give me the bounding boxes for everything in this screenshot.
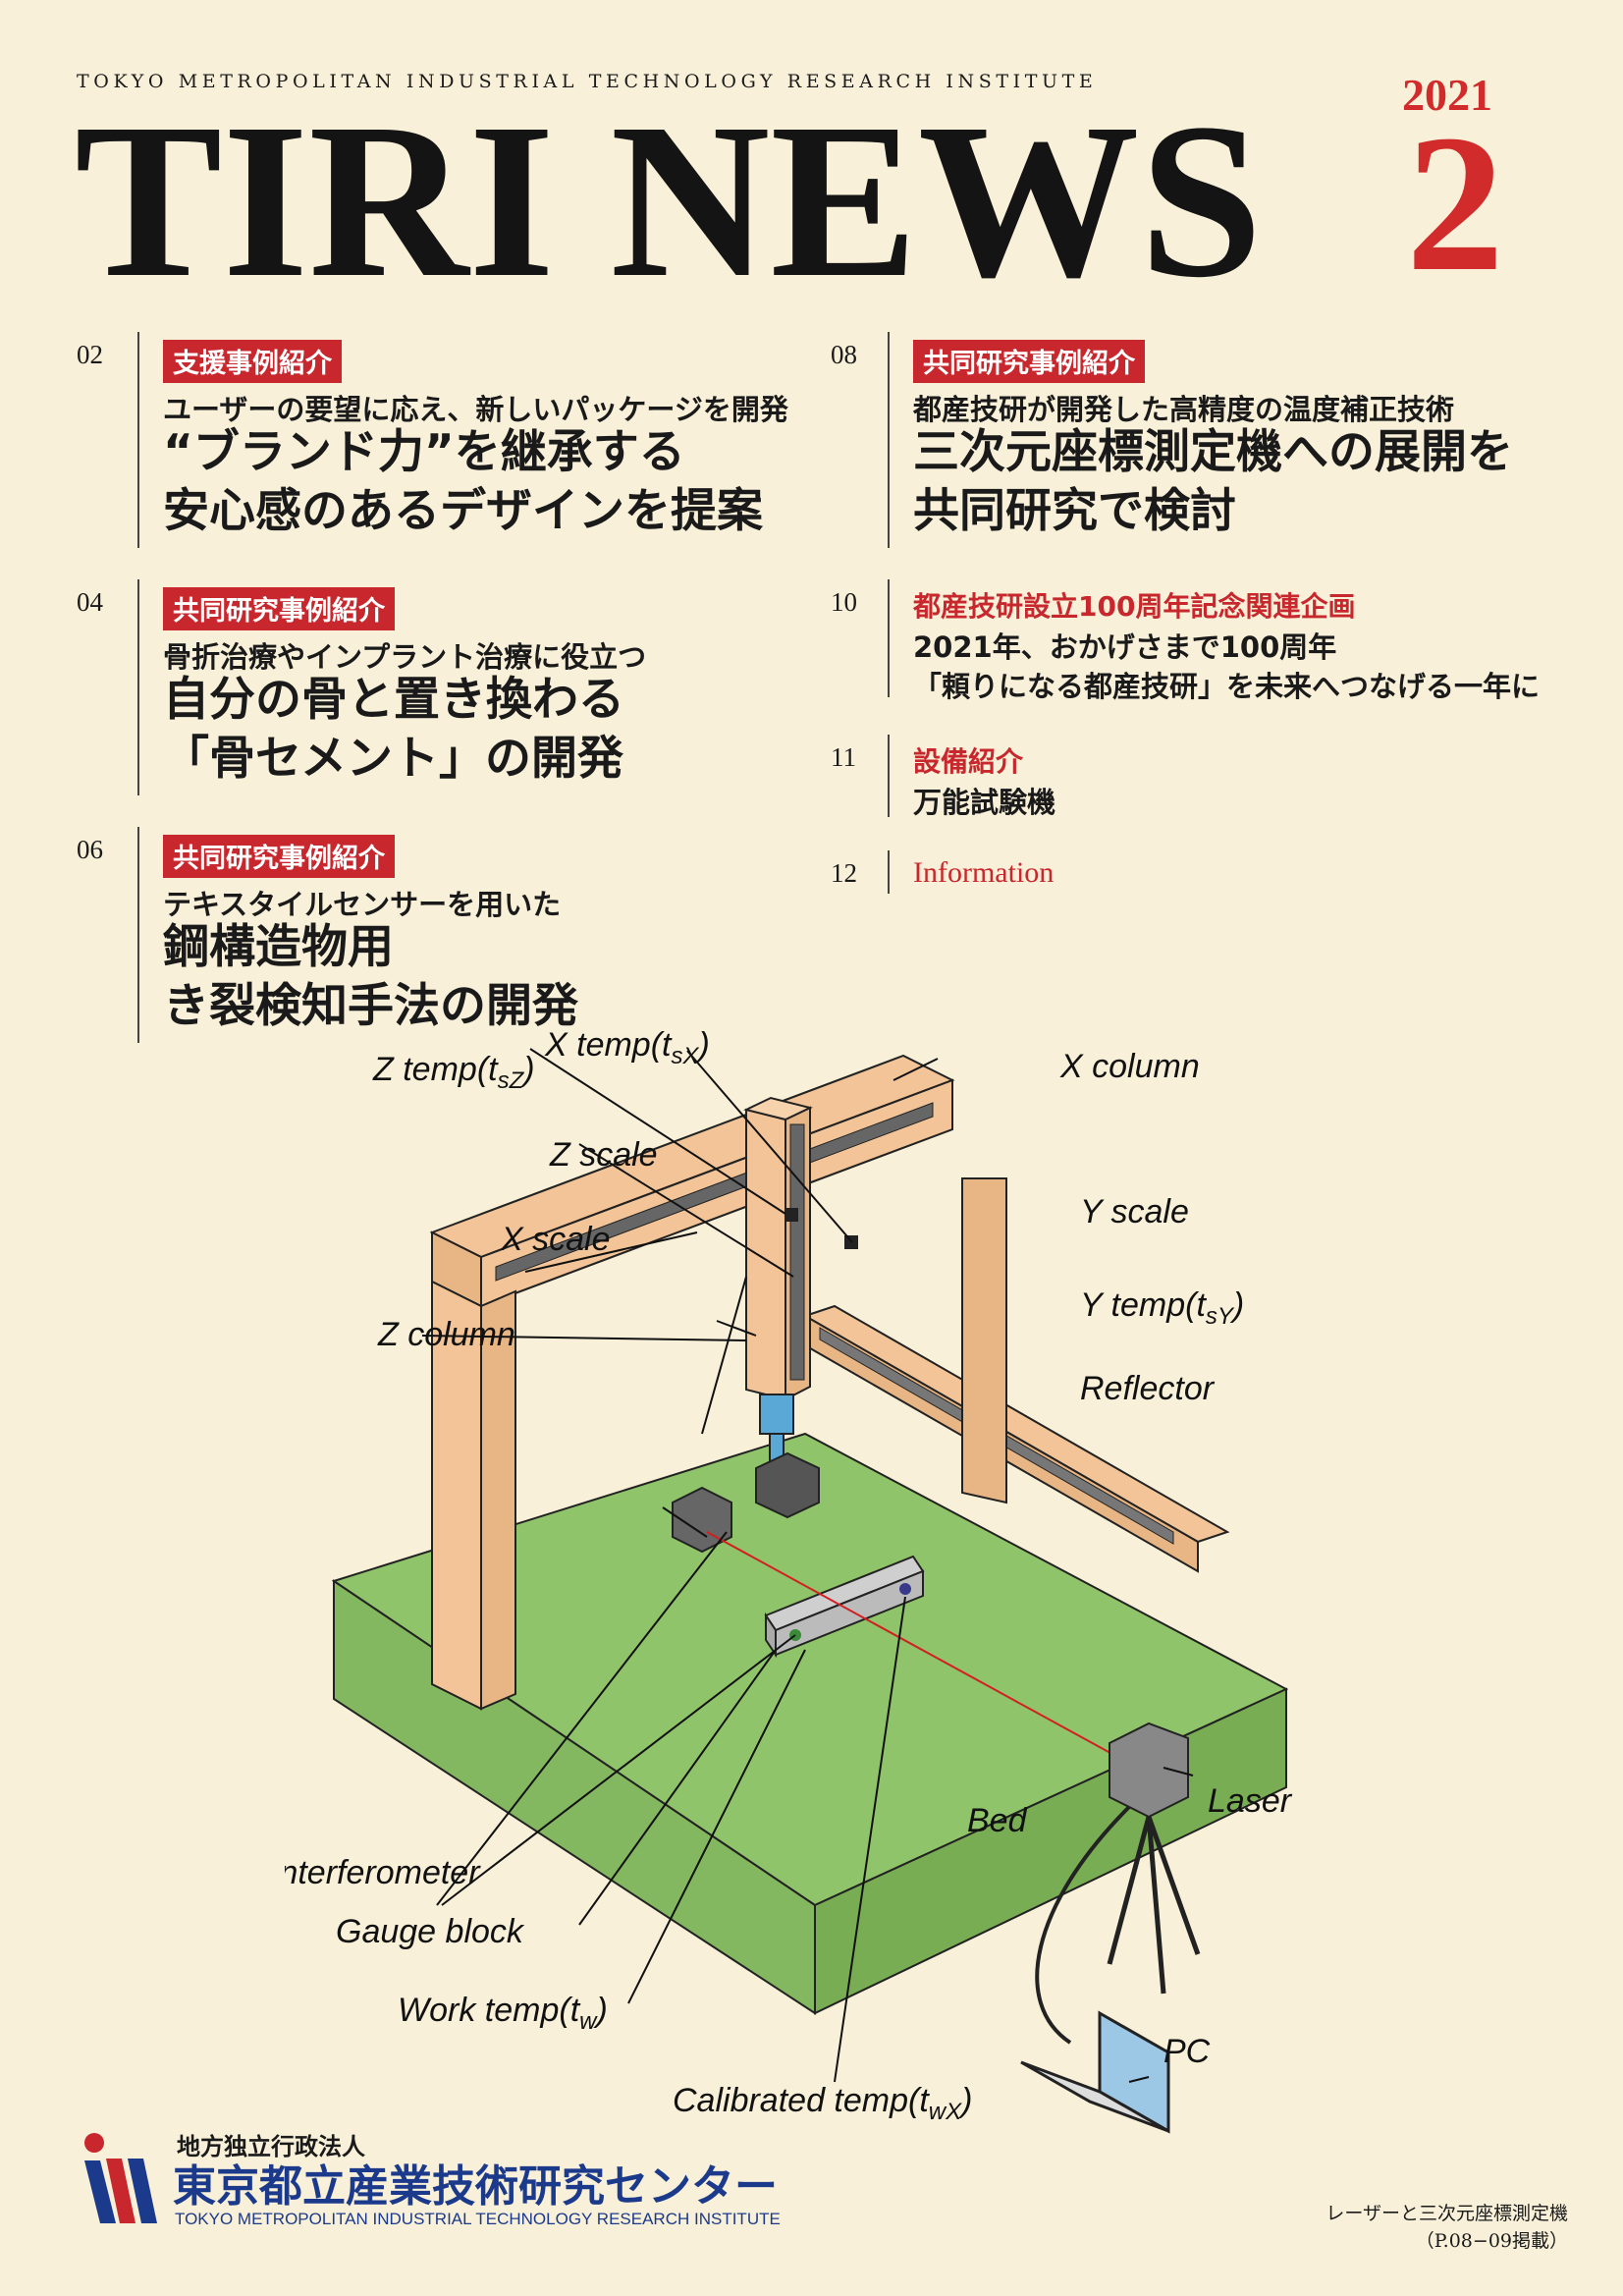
tripod-leg: [1146, 1816, 1201, 1955]
label-calibrated-temp: Calibrated temp(twX): [673, 2082, 972, 2125]
toc-headline-line: “ブランド力”を継承する: [163, 425, 685, 479]
z-temp-sensor: [784, 1208, 798, 1222]
label-interferometer: Interferometer: [285, 1854, 481, 1891]
toc-headline-line: き裂検知手法の開発: [163, 979, 578, 1033]
toc-page-number: 08: [831, 340, 857, 369]
laser-cable: [1035, 1805, 1131, 2045]
institute-name-en: TOKYO METROPOLITAN INDUSTRIAL TECHNOLOGY…: [77, 71, 1098, 92]
gauge-block-side: [775, 1569, 924, 1657]
probe-body: [759, 1394, 794, 1435]
toc-headline-line: 自分の骨と置き換わる: [163, 673, 624, 727]
toc-divider: [888, 579, 890, 697]
masthead-title: TIRI NEWS: [75, 94, 1263, 291]
laser: [1109, 1722, 1189, 1819]
toc-category-tag: 支援事例紹介: [163, 340, 342, 383]
label-z-temp: Z temp(tsZ): [372, 1051, 535, 1094]
calibrated-temp-sensor: [899, 1583, 911, 1595]
toc-page-number: 02: [77, 340, 103, 369]
label-laser: Laser: [1208, 1782, 1293, 1820]
toc-headline-line: 安心感のあるデザインを提案: [163, 484, 763, 538]
masthead: TIRI NEWS: [75, 94, 1263, 291]
label-gauge-block: Gauge block: [336, 1913, 525, 1950]
tripod-leg: [1146, 1816, 1166, 1995]
toc-subtitle: 骨折治療やインプラント治療に役立つ: [163, 640, 647, 674]
issue-year: 2021: [1402, 70, 1492, 120]
toc-headline-line: 共同研究で検討: [913, 484, 1236, 538]
label-x-scale: X scale: [500, 1221, 611, 1258]
toc-page-number: 04: [77, 587, 103, 617]
toc-category-label: 都産技研設立100周年記念関連企画: [913, 590, 1356, 623]
toc-divider: [888, 850, 890, 894]
toc-subtitle: テキスタイルセンサーを用いた: [163, 888, 562, 921]
org-name-en: TOKYO METROPOLITAN INDUSTRIAL TECHNOLOGY…: [175, 2210, 781, 2228]
label-x-temp: X temp(tsX): [544, 1026, 710, 1069]
z-scale: [789, 1123, 805, 1381]
z-column-top: [743, 1096, 813, 1121]
toc-divider: [888, 735, 890, 817]
caption-line: （P.08−09掲載）: [1415, 2230, 1568, 2252]
org-type: 地方独立行政法人: [177, 2133, 365, 2160]
toc-category-tag: 共同研究事例紹介: [163, 835, 395, 878]
toc-information-link: Information: [913, 856, 1055, 889]
toc-line: 「頼りになる都産技研」を未来へつなげる一年に: [913, 670, 1541, 703]
label-x-column: X column: [1059, 1048, 1200, 1085]
z-column-front: [745, 1108, 786, 1401]
toc-headline-line: 三次元座標測定機への展開を: [913, 425, 1513, 479]
issue-number: 2: [1406, 95, 1504, 312]
label-z-column: Z column: [377, 1316, 515, 1353]
cmm-laser-diagram: Z temp(tsZ) X temp(tsX) X column Z scale…: [285, 1026, 1293, 2134]
toc-page-number: 06: [77, 835, 103, 864]
toc-subtitle: ユーザーの要望に応え、新しいパッケージを開発: [163, 393, 788, 426]
laser-beam: [706, 1531, 1120, 1759]
cover-caption: レーザーと三次元座標測定機 （P.08−09掲載）: [1325, 2200, 1568, 2255]
label-bed: Bed: [967, 1802, 1028, 1839]
front-post-side: [480, 1289, 516, 1711]
label-z-scale: Z scale: [549, 1136, 658, 1174]
toc-divider: [137, 332, 139, 548]
toc-subtitle: 都産技研が開発した高精度の温度補正技術: [913, 393, 1455, 426]
caption-line: レーザーと三次元座標測定機: [1325, 2203, 1568, 2224]
label-pc: PC: [1163, 2033, 1211, 2070]
toc-page-number: 11: [831, 742, 856, 772]
label-reflector: Reflector: [1080, 1370, 1216, 1407]
toc-category-label: 設備紹介: [913, 745, 1024, 778]
toc-page-number: 12: [831, 858, 857, 888]
toc-line: 万能試験機: [913, 786, 1056, 819]
institute-logo-icon: [84, 2133, 157, 2223]
interferometer: [672, 1486, 732, 1554]
toc-divider: [137, 579, 139, 795]
toc-headline-line: 鋼構造物用: [163, 920, 394, 974]
tripod-leg: [1107, 1816, 1152, 1965]
toc-headline-line: 「骨セメント」の開発: [163, 732, 624, 786]
rear-post: [961, 1177, 1007, 1504]
label-y-temp: Y temp(tsY): [1080, 1286, 1244, 1330]
label-work-temp: Work temp(tw): [398, 1992, 608, 2035]
org-name: 東京都立産業技術研究センター: [173, 2161, 778, 2212]
toc-category-tag: 共同研究事例紹介: [913, 340, 1145, 383]
toc-divider: [888, 332, 890, 548]
toc-divider: [137, 827, 139, 1043]
toc-line: 2021年、おかげさまで100周年: [913, 630, 1337, 664]
toc-page-number: 10: [831, 587, 857, 617]
toc-category-tag: 共同研究事例紹介: [163, 587, 395, 630]
pc-keyboard: [1020, 2060, 1169, 2133]
label-y-scale: Y scale: [1080, 1193, 1189, 1230]
reflector: [755, 1451, 820, 1519]
